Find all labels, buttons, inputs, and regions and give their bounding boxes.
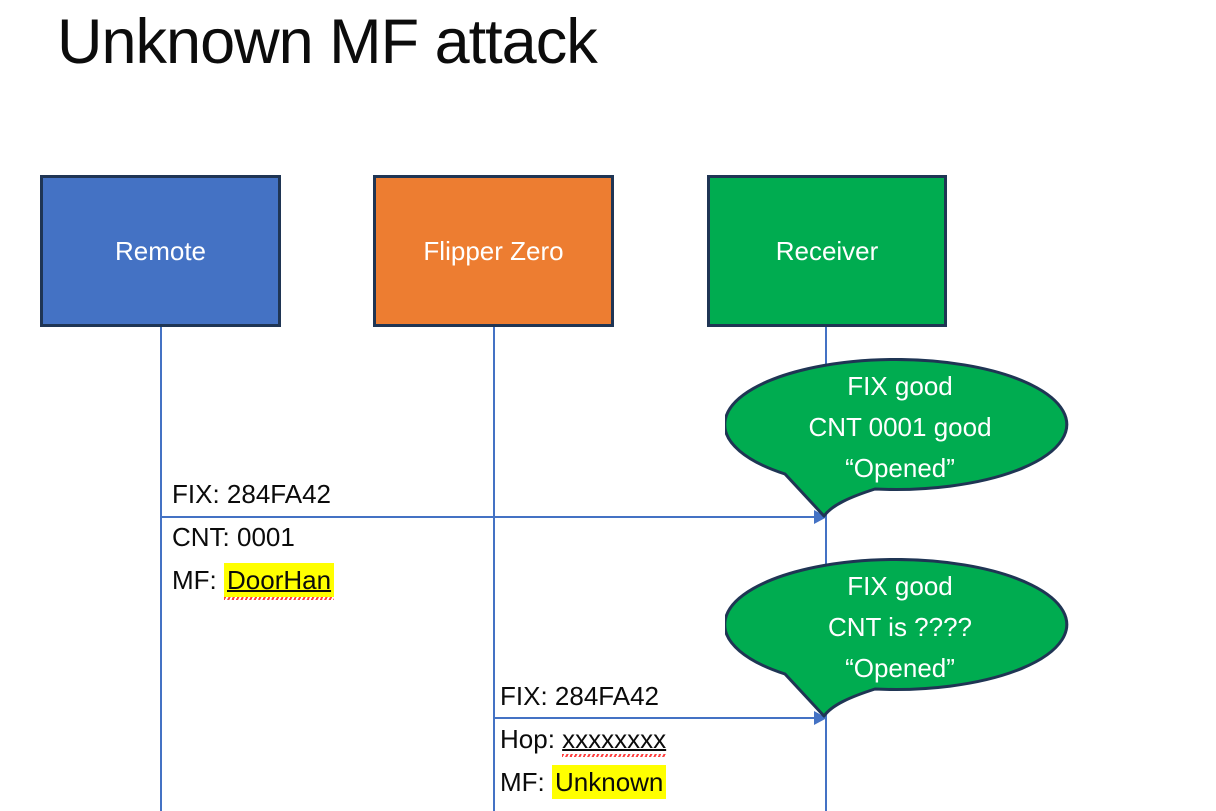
message-line-prefix: Hop:	[500, 724, 563, 754]
message-line: Hop: xxxxxxxx	[500, 718, 666, 761]
speech-bubble-shape	[725, 358, 1069, 518]
speech-bubble-outline	[725, 558, 1069, 718]
highlighted-value-doorhan: DoorHan	[224, 563, 335, 597]
message-line: MF: Unknown	[500, 761, 667, 804]
actor-label-receiver: Receiver	[775, 235, 879, 266]
bubble-line: “Opened”	[845, 653, 955, 683]
bubble-line: FIX good	[847, 371, 953, 401]
message-line-text: FIX: 284FA42	[500, 681, 659, 711]
actor-label-flipper-zero: Flipper Zero	[423, 235, 564, 266]
message-line-prefix: MF:	[500, 767, 552, 797]
speech-bubble-text: FIX good CNT is ???? “Opened”	[745, 566, 1055, 689]
message-text-flipper: FIX: 284FA42 Hop: xxxxxxxx MF: Unknown	[500, 675, 667, 804]
highlighted-value-unknown: Unknown	[552, 765, 667, 799]
speech-bubble-receiver-1: FIX good CNT 0001 good “Opened”	[725, 358, 1075, 523]
actor-box-receiver: Receiver	[707, 175, 947, 327]
underlined-value-hop: xxxxxxxx	[562, 724, 667, 754]
bubble-line: “Opened”	[845, 453, 955, 483]
message-line: FIX: 284FA42	[500, 675, 666, 718]
bubble-line: CNT 0001 good	[808, 412, 992, 442]
lifeline-flipper-zero	[493, 327, 495, 811]
message-line: CNT: 0001	[172, 516, 334, 559]
message-line: MF: DoorHan	[172, 559, 335, 602]
actor-box-remote: Remote	[40, 175, 281, 327]
speech-bubble-receiver-2: FIX good CNT is ???? “Opened”	[725, 558, 1075, 723]
message-line-prefix: MF:	[172, 565, 224, 595]
message-line: FIX: 284FA42	[172, 473, 334, 516]
speech-bubble-text: FIX good CNT 0001 good “Opened”	[745, 366, 1055, 489]
bubble-line: FIX good	[847, 571, 953, 601]
slide-title: Unknown MF attack	[57, 7, 598, 77]
actor-label-remote: Remote	[114, 235, 207, 266]
speech-bubble-outline	[725, 358, 1069, 518]
message-text-remote: FIX: 284FA42 CNT: 0001 MF: DoorHan	[172, 473, 335, 602]
lifeline-remote	[160, 327, 162, 811]
bubble-line: CNT is ????	[827, 612, 973, 642]
message-line-text: FIX: 284FA42	[172, 479, 331, 509]
message-line-text: CNT: 0001	[172, 522, 295, 552]
speech-bubble-shape	[725, 558, 1069, 718]
actor-box-flipper-zero: Flipper Zero	[373, 175, 614, 327]
